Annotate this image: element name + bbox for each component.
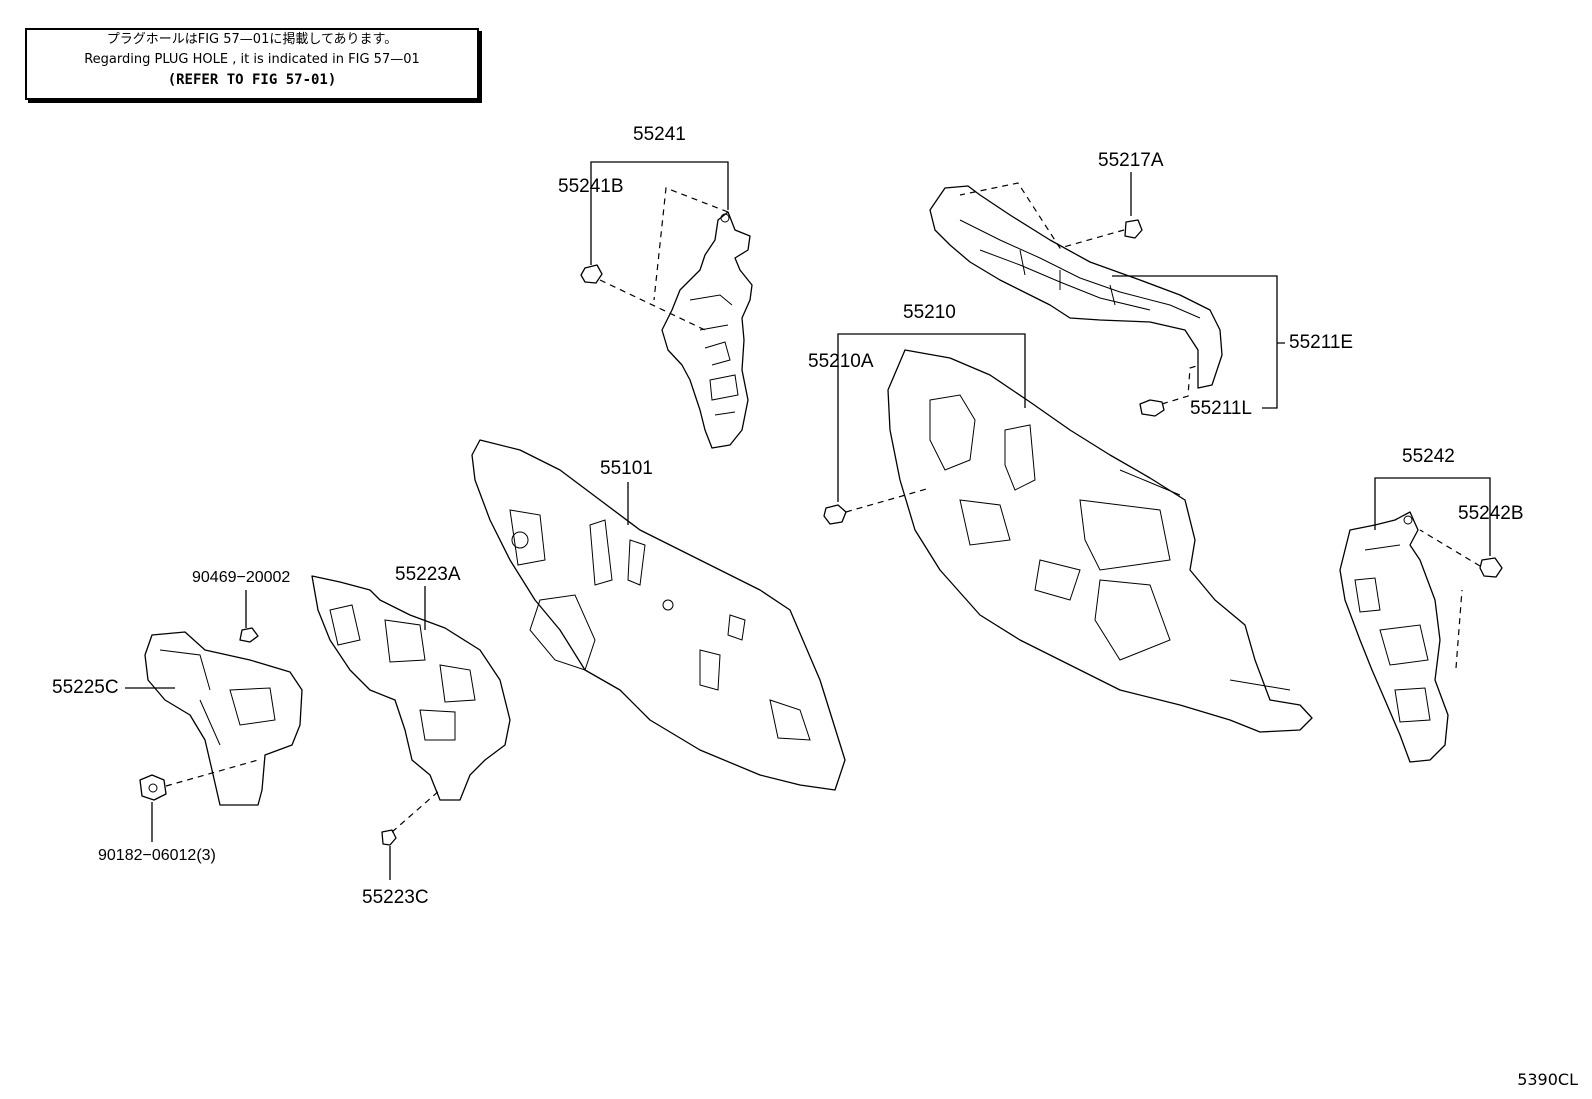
- note-english: Regarding PLUG HOLE , it is indicated in…: [84, 52, 420, 67]
- label-55217A: 55217A: [1098, 150, 1164, 171]
- plug-hole-note: プラグホールはFIG 57—01に掲載してあります。 Regarding PLU…: [25, 28, 479, 100]
- label-55241B: 55241B: [558, 176, 624, 197]
- part-55241B-clip[interactable]: [580, 264, 603, 284]
- part-55242B-clip[interactable]: [1479, 557, 1503, 578]
- part-90469-20002-clip[interactable]: [239, 627, 259, 643]
- label-55101: 55101: [600, 458, 653, 479]
- part-55223A-insulator[interactable]: [311, 575, 511, 801]
- dash-90182: [165, 759, 259, 787]
- leader-55223: [245, 586, 426, 880]
- part-55211E-insulator[interactable]: [929, 185, 1223, 389]
- dash-55242: [1419, 529, 1481, 669]
- dash-55210A: [845, 487, 931, 513]
- label-55210A: 55210A: [808, 351, 874, 372]
- part-55210A-clip[interactable]: [823, 504, 847, 525]
- label-55223C: 55223C: [362, 887, 429, 908]
- label-55241: 55241: [633, 124, 686, 145]
- part-55223C-clip[interactable]: [381, 829, 397, 846]
- label-55225C: 55225C: [52, 677, 119, 698]
- figure-code: 5390CL: [1517, 1070, 1578, 1089]
- label-55242B: 55242B: [1458, 503, 1524, 524]
- leader-55225C: [125, 687, 175, 842]
- label-55242: 55242: [1402, 446, 1455, 467]
- dash-55223C: [391, 789, 441, 833]
- dash-55211: [959, 182, 1201, 405]
- part-55217A-grommet[interactable]: [1124, 219, 1143, 239]
- note-reference: (REFER TO FIG 57-01): [167, 72, 337, 88]
- label-90469-20002: 90469−20002: [192, 569, 290, 586]
- dash-55241: [599, 187, 729, 331]
- part-55241-insulator[interactable]: [661, 211, 753, 449]
- label-90182-06012: 90182−06012(3): [98, 847, 216, 864]
- leader-55211E: [1112, 275, 1285, 409]
- leader-55210: [837, 333, 1026, 502]
- leader-55242: [1374, 477, 1491, 556]
- part-55211L-clip[interactable]: [1139, 399, 1165, 417]
- part-90182-06012-nut[interactable]: [139, 774, 167, 801]
- leader-55241: [590, 161, 729, 265]
- label-55211E: 55211E: [1289, 332, 1353, 353]
- note-japanese: プラグホールはFIG 57—01に掲載してあります。: [106, 32, 398, 47]
- part-55101-dash-panel[interactable]: [471, 439, 846, 791]
- part-55225C-insulator[interactable]: [144, 631, 303, 806]
- label-55210: 55210: [903, 302, 956, 323]
- part-55210-dash-insulator[interactable]: [887, 349, 1313, 733]
- label-55211L: 55211L: [1190, 398, 1252, 419]
- label-55223A: 55223A: [395, 564, 461, 585]
- part-55242-insulator[interactable]: [1339, 511, 1449, 763]
